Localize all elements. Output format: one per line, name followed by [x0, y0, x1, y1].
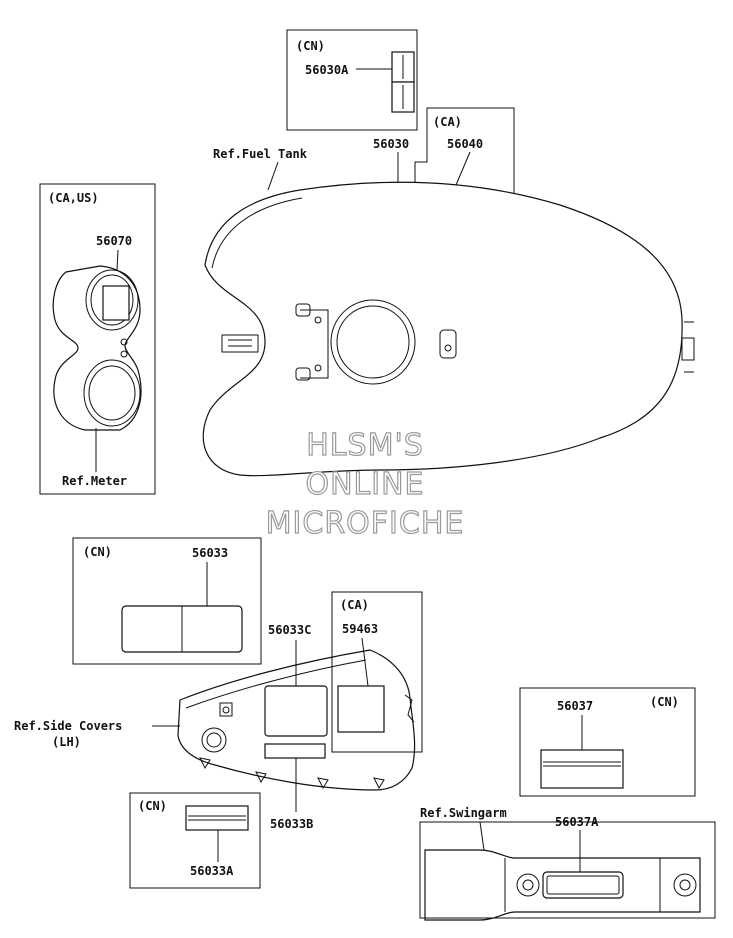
- label-56033c[interactable]: [264, 685, 328, 737]
- ca-box-59463: (CA) 59463: [331, 591, 423, 753]
- part-56030-label: 56030: [373, 137, 409, 151]
- ca-label-side: (CA): [340, 598, 369, 612]
- part-56037-label: 56037: [557, 699, 593, 713]
- fuel-tank: Ref.Fuel Tank: [202, 147, 695, 477]
- lh-label: (LH): [52, 735, 81, 749]
- part-59463-label: 59463: [342, 622, 378, 636]
- cn-label-top: (CN): [296, 39, 325, 53]
- cn-box-56033: (CN) 56033: [72, 537, 262, 665]
- part-56037a-label: 56037A: [555, 815, 599, 829]
- ca-label-tank: (CA): [433, 115, 462, 129]
- part-56033a-label: 56033A: [190, 864, 234, 878]
- part-56033c-label: 56033C: [268, 623, 311, 637]
- cn-label-56037: (CN): [650, 695, 679, 709]
- watermark-line3: MICROFICHE: [266, 506, 465, 541]
- cn-box-56030a: (CN) 56030A: [286, 29, 418, 131]
- label-56033b[interactable]: [264, 743, 326, 759]
- label-56030a[interactable]: [391, 51, 415, 113]
- watermark: HLSM'S ONLINE MICROFICHE: [265, 427, 465, 541]
- label-56037a[interactable]: [542, 871, 624, 899]
- cn-box-56037: (CN) 56037: [519, 687, 696, 797]
- swingarm: [424, 849, 701, 921]
- ref-side-covers-label: Ref.Side Covers: [14, 719, 122, 733]
- swingarm-box: Ref.Swingarm 56037A: [419, 806, 716, 921]
- ref-fuel-tank-label: Ref.Fuel Tank: [213, 147, 308, 161]
- ref-swingarm-label: Ref.Swingarm: [420, 806, 507, 820]
- ca-us-label: (CA,US): [48, 191, 99, 205]
- part-56040-label: 56040: [447, 137, 483, 151]
- label-56033a[interactable]: [185, 805, 249, 831]
- label-56033[interactable]: [121, 605, 243, 653]
- label-56070[interactable]: [102, 285, 130, 321]
- cn-label-56033: (CN): [83, 545, 112, 559]
- watermark-line1: HLSM'S: [306, 428, 424, 463]
- part-56033b-label: 56033B: [270, 817, 313, 831]
- label-56037[interactable]: [540, 749, 624, 789]
- part-56033-label: 56033: [192, 546, 228, 560]
- part-56070-label: 56070: [96, 234, 132, 248]
- cn-label-56033a: (CN): [138, 799, 167, 813]
- label-59463[interactable]: [337, 685, 385, 733]
- part-56030a-label: 56030A: [305, 63, 349, 77]
- meter-assembly: [52, 265, 142, 431]
- cn-box-56033a: (CN) 56033A: [129, 792, 261, 889]
- side-cover-lh: Ref.Side Covers (LH): [14, 649, 416, 791]
- ref-meter-label: Ref.Meter: [62, 474, 127, 488]
- ca-us-meter-box: (CA,US) 56070 Ref.Meter: [39, 183, 156, 495]
- watermark-line2: ONLINE: [305, 467, 424, 502]
